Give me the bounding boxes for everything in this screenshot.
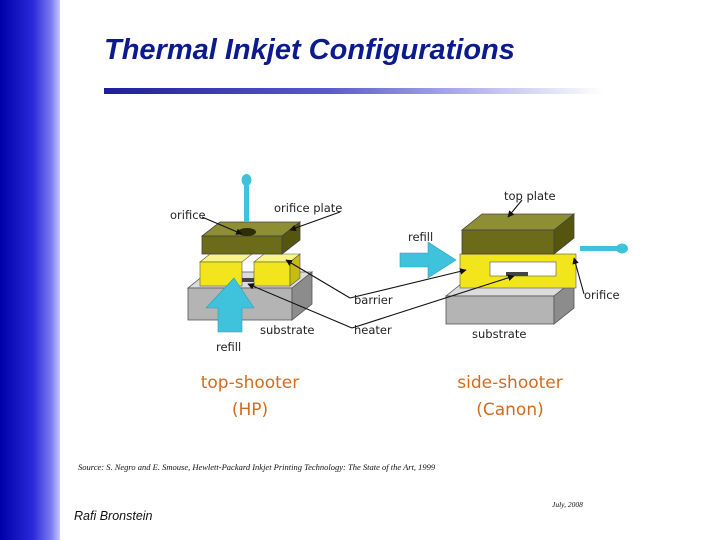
top-shooter-structure bbox=[186, 174, 314, 333]
label-top-plate: top plate bbox=[504, 189, 556, 203]
caption-side-shooter-maker: (Canon) bbox=[476, 400, 544, 420]
slide-author: Rafi Bronstein bbox=[74, 509, 153, 523]
label-orifice-plate: orifice plate bbox=[274, 201, 342, 215]
label-orifice-right: orifice bbox=[584, 288, 620, 302]
label-refill-right: refill bbox=[408, 230, 433, 244]
leader-lines bbox=[201, 199, 585, 329]
label-refill-left: refill bbox=[216, 340, 241, 354]
title-underline bbox=[104, 88, 604, 94]
label-substrate-left: substrate bbox=[260, 323, 314, 337]
label-barrier: barrier bbox=[354, 293, 393, 307]
slide-date: July, 2008 bbox=[552, 500, 583, 509]
caption-side-shooter: side-shooter bbox=[457, 373, 563, 393]
label-heater: heater bbox=[354, 323, 392, 337]
label-orifice-left: orifice bbox=[170, 208, 206, 222]
slide-title: Thermal Inkjet Configurations bbox=[104, 34, 515, 66]
side-shooter-structure bbox=[399, 213, 628, 325]
caption-top-shooter-maker: (HP) bbox=[232, 400, 268, 420]
label-substrate-right: substrate bbox=[472, 327, 526, 341]
inkjet-diagram: orifice orifice plate top plate refill b… bbox=[170, 174, 628, 420]
caption-top-shooter: top-shooter bbox=[201, 373, 300, 393]
blue-sidebar bbox=[0, 0, 60, 540]
source-citation: Source: S. Negro and E. Smouse, Hewlett-… bbox=[78, 462, 436, 472]
